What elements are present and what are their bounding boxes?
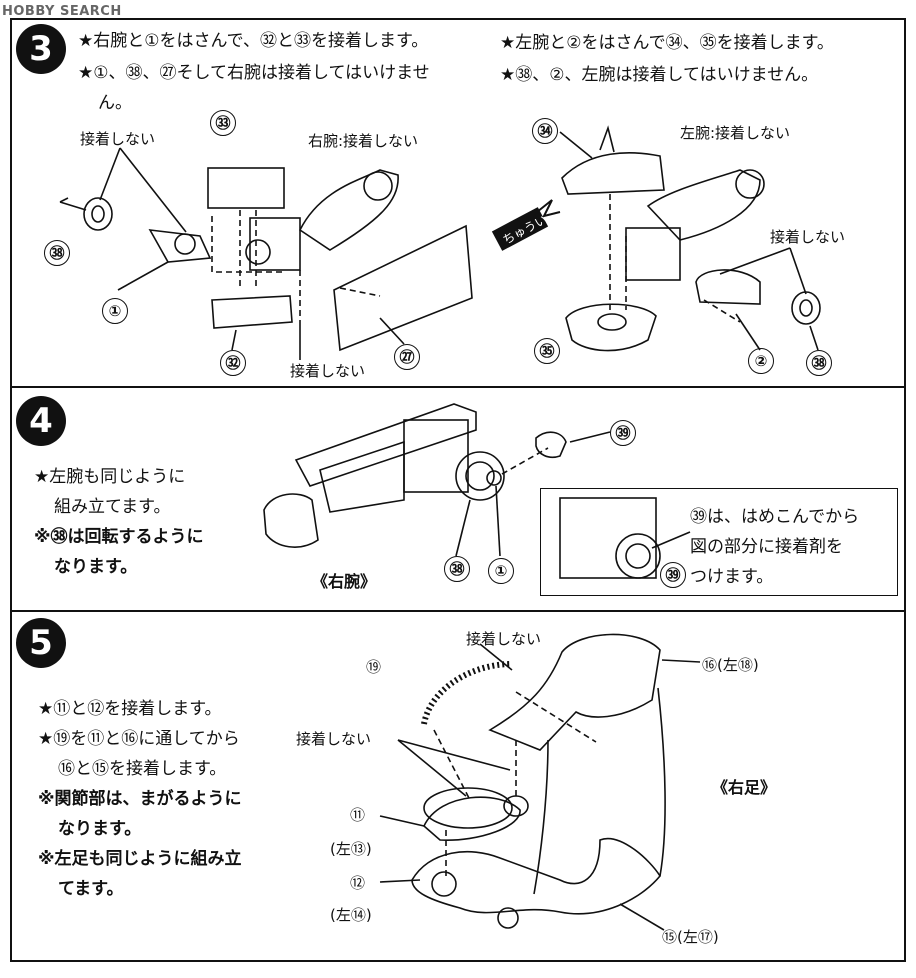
- step5-line4: ※関節部は、まがるように: [38, 789, 242, 809]
- step5-line7: てます。: [58, 879, 124, 899]
- part-27: ㉗: [394, 344, 420, 370]
- part-38-left: ㊳: [44, 240, 70, 266]
- step-divider-3-4: [10, 386, 906, 388]
- step3-right-line1: ★右腕と①をはさんで、㉜と㉝を接着します。: [78, 31, 429, 51]
- label-part-16: ⑯(左⑱): [702, 656, 759, 674]
- step3-right-line2: ★①、㊳、㉗そして右腕は接着してはいけませ: [78, 63, 430, 83]
- part-38-step4: ㊳: [444, 556, 470, 582]
- label-part-12: ⑫: [350, 874, 366, 892]
- part-11-shape: [423, 796, 521, 841]
- part-39-detail: ㊴: [660, 562, 686, 588]
- caption-right-arm: 《右腕》: [312, 572, 377, 591]
- instruction-frame: [10, 18, 906, 962]
- step4-line4: なります。: [54, 557, 138, 577]
- watermark: HOBBY SEARCH: [2, 4, 122, 19]
- label-part-19: ⑲: [366, 658, 382, 676]
- part-38-right: ㊳: [806, 350, 832, 376]
- part-2: ②: [748, 348, 774, 374]
- label-no-glue-left: 接着しない: [296, 730, 372, 748]
- label-left-arm-no-glue: 左腕:接着しない: [680, 124, 791, 142]
- step-divider-4-5: [10, 610, 906, 612]
- step3-left-line2: ★㊳、②、左腕は接着してはいけません。: [500, 65, 819, 85]
- caption-right-leg: 《右足》: [712, 778, 777, 797]
- note-line2: 図の部分に接着剤を: [690, 537, 843, 557]
- label-right-arm-no-glue: 右腕:接着しない: [308, 132, 419, 150]
- part-35: ㉟: [534, 338, 560, 364]
- step3-left-line1: ★左腕と②をはさんで㉞、㉟を接着します。: [500, 33, 834, 53]
- part-32: ㉜: [220, 350, 246, 376]
- part-34: ㉞: [532, 118, 558, 144]
- step4-line2: 組み立てます。: [54, 497, 171, 517]
- label-part-15: ⑮(左⑰): [662, 928, 719, 946]
- step5-line6: ※左足も同じように組み立: [38, 849, 242, 869]
- step4-line1: ★左腕も同じように: [34, 467, 186, 487]
- part-1-step4: ①: [488, 558, 514, 584]
- part-1: ①: [102, 298, 128, 324]
- label-part-11-alt: (左⑬): [330, 840, 372, 858]
- step5-line1: ★⑪と⑫を接着します。: [38, 699, 222, 719]
- note-line1: ㊴は、はめこんでから: [690, 507, 860, 527]
- label-part-12-alt: (左⑭): [330, 906, 372, 924]
- step-3-badge: 3: [16, 24, 66, 74]
- label-no-glue-top: 接着しない: [466, 630, 542, 648]
- label-part-11: ⑪: [350, 806, 366, 824]
- note-line3: つけます。: [690, 567, 774, 587]
- step4-line3: ※㊳は回転するように: [34, 527, 204, 547]
- part-34-shape: [561, 152, 665, 195]
- step-4-badge: 4: [16, 396, 66, 446]
- step5-line3: ⑯と⑮を接着します。: [58, 759, 227, 779]
- label-no-glue-3: 接着しない: [770, 228, 846, 246]
- step5-line5: なります。: [58, 819, 142, 839]
- label-no-glue-2: 接着しない: [290, 362, 366, 380]
- step-5-badge: 5: [16, 618, 66, 668]
- label-no-glue-1: 接着しない: [80, 130, 156, 148]
- part-33: ㉝: [210, 110, 236, 136]
- step5-line2: ★⑲を⑪と⑯に通してから: [38, 729, 240, 749]
- detail-box-39: [540, 488, 898, 596]
- step3-right-line3: ん。: [98, 93, 132, 113]
- part-33-shape: [207, 167, 285, 209]
- part-39-top: ㊴: [610, 420, 636, 446]
